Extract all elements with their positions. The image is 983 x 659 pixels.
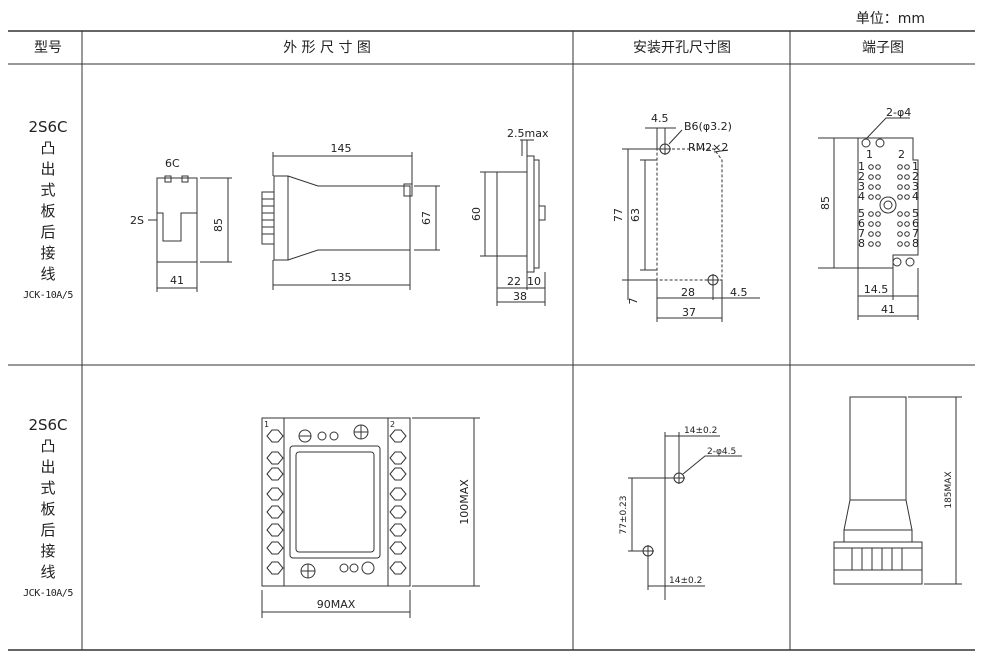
- svg-text:6: 6: [912, 217, 919, 230]
- row1-terminal-w1: 14.5: [864, 283, 889, 296]
- header-terminal: 端子图: [862, 40, 904, 56]
- row1-terminal-height: 85: [819, 196, 832, 210]
- svg-text:7: 7: [858, 227, 865, 240]
- svg-text:4: 4: [912, 190, 919, 203]
- row1-cutout-h1: 77: [612, 208, 625, 222]
- row2-cutout-bottom: 14±0.2: [669, 576, 702, 586]
- row1-front-height: 85: [212, 218, 225, 232]
- row1-terminal-p1: 1: [866, 148, 873, 161]
- row2-mount-type: 凸出 式板 后接 线: [40, 437, 56, 581]
- row2-code: JCK-10A/5: [23, 588, 73, 599]
- table-grid: [8, 30, 975, 651]
- row1-cutout: [622, 127, 760, 322]
- svg-text:2: 2: [912, 170, 919, 183]
- row2-side-view: [833, 396, 962, 585]
- row2-model: 2S6C: [28, 416, 68, 434]
- row1-mount-type: 凸出 式板 后接 线: [40, 139, 56, 283]
- row1-back-height: 60: [470, 207, 483, 221]
- row2-cutout: [628, 432, 742, 600]
- row2-front-width: 90MAX: [317, 598, 356, 611]
- svg-text:5: 5: [858, 207, 865, 220]
- row1-front-top-label: 6C: [165, 157, 180, 170]
- row1-terminal: [818, 117, 919, 320]
- terminal-right-numbers: 1 2 3 4 5 6 7 8: [912, 160, 919, 250]
- header-model: 型号: [34, 40, 62, 56]
- row1-cutout-w1: 28: [681, 286, 695, 299]
- svg-text:1: 1: [858, 160, 865, 173]
- svg-text:3: 3: [912, 180, 919, 193]
- row2-cutout-holes: 2-φ4.5: [707, 447, 736, 457]
- terminal-dots: [868, 164, 910, 247]
- row1-cutout-bottom: 7: [627, 298, 640, 305]
- row1-front-side-label: 2S: [130, 214, 144, 227]
- terminal-left-numbers: 1 2 3 4 5 6 7 8: [858, 160, 865, 250]
- row1-model: 2S6C: [28, 118, 68, 136]
- row1-side-view: [261, 152, 440, 290]
- row2-front-mark1: 1: [264, 420, 269, 429]
- row1-cutout-hole: B6(φ3.2): [684, 120, 732, 133]
- row2-side-height: 185MAX: [944, 471, 954, 508]
- row1-side-top: 145: [331, 142, 352, 155]
- row1-cutout-offset: 4.5: [651, 112, 669, 125]
- row1-back-d2: 10: [527, 275, 541, 288]
- row1-side-height: 67: [420, 211, 433, 225]
- svg-text:7: 7: [912, 227, 919, 240]
- row2-cutout-top: 14±0.2: [684, 426, 717, 436]
- header-outline: 外 形 尺 寸 图: [283, 40, 371, 56]
- row1-back-total: 38: [513, 290, 527, 303]
- row1-code: JCK-10A/5: [23, 290, 73, 301]
- row2-front-height: 100MAX: [458, 479, 471, 525]
- row1-terminal-holes: 2-φ4: [886, 106, 911, 119]
- terminal-hex-left: [266, 429, 284, 575]
- row1-back-d1: 22: [507, 275, 521, 288]
- row1-cutout-h2: 63: [629, 208, 642, 222]
- row1-model-cell: 2S6C 凸出 式板 后接 线 JCK-10A/5: [8, 117, 88, 306]
- row1-cutout-w2: 37: [682, 306, 696, 319]
- terminal-hex-right: [389, 429, 407, 575]
- svg-text:2: 2: [858, 170, 865, 183]
- row1-front-width: 41: [170, 274, 184, 287]
- svg-text:8: 8: [912, 237, 919, 250]
- row1-terminal-w2: 41: [881, 303, 895, 316]
- row2-cutout-height: 77±0.23: [619, 495, 629, 534]
- row1-side-bottom: 135: [331, 271, 352, 284]
- row1-back-view: [480, 139, 546, 306]
- svg-text:8: 8: [858, 237, 865, 250]
- row1-back-note: 2.5max: [507, 127, 549, 140]
- row1-front-view: [148, 175, 232, 292]
- row1-terminal-p2: 2: [898, 148, 905, 161]
- svg-text:6: 6: [858, 217, 865, 230]
- header-mounting: 安装开孔尺寸图: [633, 40, 731, 56]
- svg-text:1: 1: [912, 160, 919, 173]
- row1-cutout-radius: RM2×2: [688, 141, 728, 154]
- svg-text:4: 4: [858, 190, 865, 203]
- unit-label: 单位：mm: [855, 11, 925, 27]
- row2-front-view: [261, 417, 480, 618]
- svg-text:3: 3: [858, 180, 865, 193]
- row1-cutout-right: 4.5: [730, 286, 748, 299]
- row2-model-cell: 2S6C 凸出 式板 后接 线 JCK-10A/5: [8, 415, 88, 604]
- row2-front-mark2: 2: [390, 420, 395, 429]
- svg-text:5: 5: [912, 207, 919, 220]
